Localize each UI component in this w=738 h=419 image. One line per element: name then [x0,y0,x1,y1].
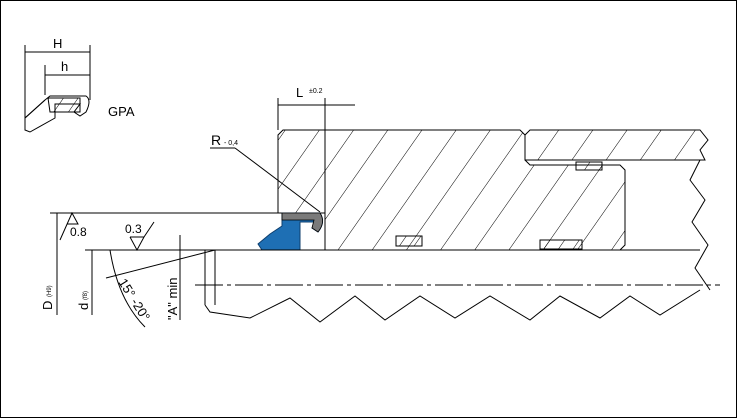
seal-profile [257,212,324,251]
dim-d: d [76,303,91,310]
dim-R-tolerance: - 0,4 [224,140,238,147]
inset-dim-H: H [53,36,62,51]
dimension-lines [56,98,355,328]
rod [50,212,720,323]
dim-L: L [296,85,303,100]
finish-rod: 0.3 [125,222,142,236]
inset-profile [24,45,91,133]
housing [277,129,711,291]
dim-D-fit: (H9) [47,285,53,297]
dim-R: R [211,132,221,148]
finish-bore: 0.8 [70,225,87,239]
inset-dim-h: h [61,59,68,74]
dim-D: D [40,301,55,310]
dim-d-fit: (f8) [83,291,89,300]
dim-L-tolerance: ±0.2 [309,88,323,95]
dim-A-min: "A" min [165,278,180,320]
profile-label: GPA [108,104,135,119]
